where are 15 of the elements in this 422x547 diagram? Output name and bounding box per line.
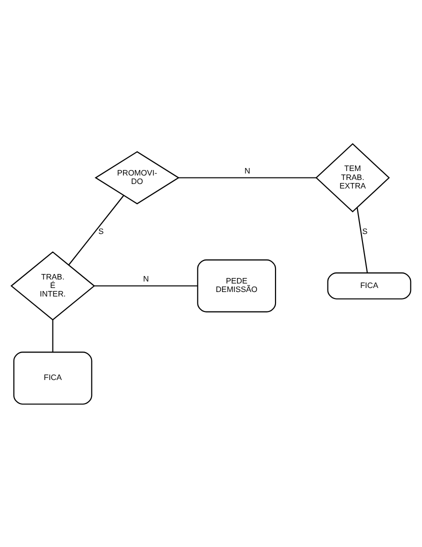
node-diamond: TRAB. É INTER.: [10, 250, 96, 320]
node-box: FICA: [327, 272, 412, 299]
connector: [356, 207, 368, 272]
connector: [178, 176, 316, 178]
edge-label: S: [98, 226, 104, 236]
node-diamond: PROMOVI- DO: [94, 150, 180, 204]
connector: [94, 284, 198, 286]
node-box: FICA: [13, 351, 92, 404]
connector: [68, 194, 124, 265]
node-box: PEDE DEMISSÃO: [197, 258, 276, 312]
node-diamond: TEM TRAB. EXTRA: [315, 142, 390, 212]
edge-label: N: [143, 274, 149, 283]
edge-label: N: [244, 166, 250, 175]
connector: [52, 319, 54, 352]
edge-label: S: [362, 226, 368, 236]
